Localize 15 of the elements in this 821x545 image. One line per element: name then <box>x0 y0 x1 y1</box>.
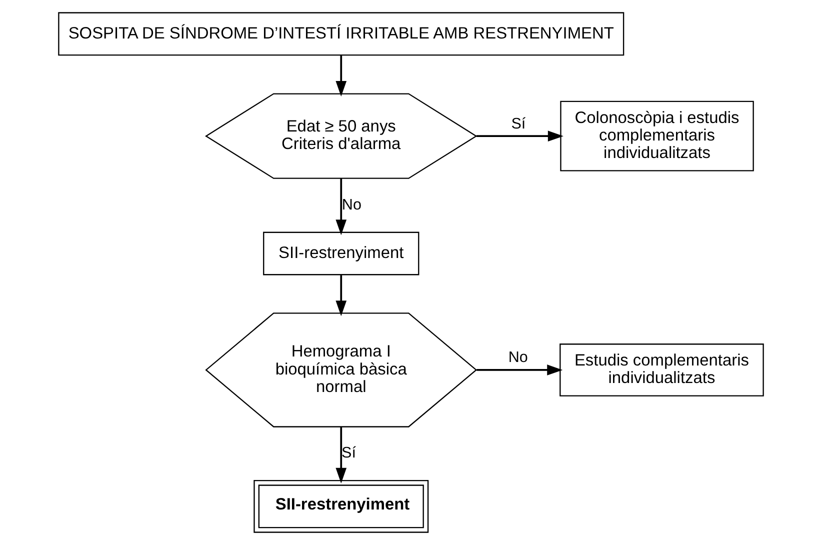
arrow <box>335 55 346 97</box>
node-box: SII-restrenyiment <box>253 480 428 533</box>
edge-label: No <box>341 196 361 214</box>
node-box: Estudis complementaris individualitzats <box>559 344 764 396</box>
node-box: SII-restrenyiment <box>262 232 419 276</box>
edge-label: No <box>508 349 528 366</box>
edge-label: Sí <box>510 115 526 132</box>
arrow <box>476 364 562 376</box>
arrow <box>335 275 346 316</box>
node-box: SOSPITA DE SÍNDROME D’INTESTÍ IRRITABLE AMB RESTRENYIMENT <box>58 12 624 56</box>
edge-label: Sí <box>341 444 356 462</box>
arrow <box>476 130 563 142</box>
node-box: Colonoscòpia i estudis complementaris individualitzats <box>560 100 754 172</box>
arrow <box>335 426 346 484</box>
arrow <box>335 178 346 236</box>
